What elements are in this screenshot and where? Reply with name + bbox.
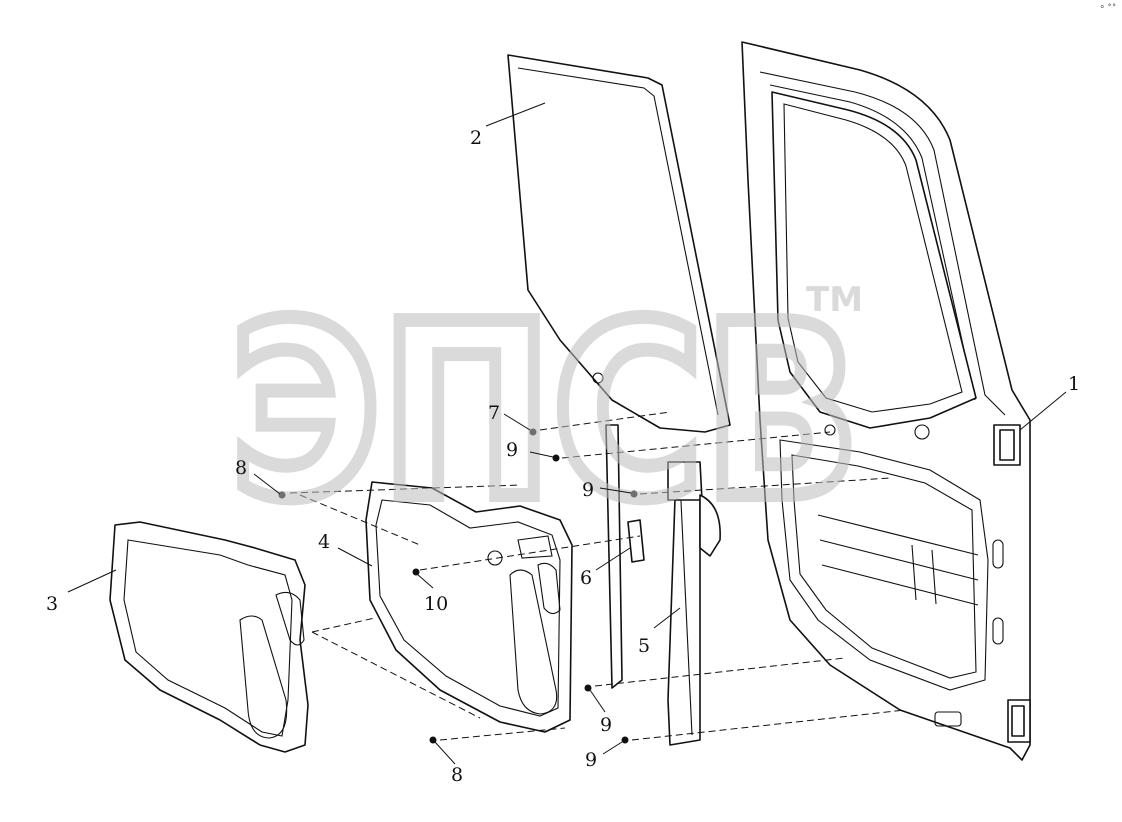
bracket-part-6 [627,519,645,563]
callout-10: 10 [424,593,448,615]
fastener-8a [278,491,286,499]
door-frame-part-1 [741,41,1031,761]
fastener-9d [621,736,629,744]
callout-8-top: 8 [235,457,247,479]
leader-lines [67,102,1067,765]
watermark-text: ЭПСВ [230,272,860,552]
fasteners [278,428,638,744]
fastener-9c [584,684,592,692]
watermark: ЭПСВ TM [223,265,867,559]
callout-7: 7 [488,402,500,424]
assembly-lines [289,411,906,741]
fastener-9a [552,454,560,462]
callout-9-lower: 9 [600,714,612,736]
callout-2: 2 [470,127,482,149]
callout-9-upper-left: 9 [506,439,518,461]
callout-9-upper-right: 9 [582,479,594,501]
callout-4: 4 [318,531,330,553]
window-regulator-part-5 [605,424,721,746]
fastener-10 [412,568,420,576]
window-glass-part-2 [507,54,731,433]
trim-panel-part-3 [109,521,309,753]
watermark-trademark: TM [806,280,863,320]
callout-8-bottom: 8 [451,764,463,786]
callout-1: 1 [1068,373,1080,395]
fastener-9b [630,490,638,498]
callout-5: 5 [638,635,650,657]
fastener-7 [529,428,537,436]
corner-mark: ° ˚˚ [1100,3,1116,15]
callout-labels: 1 2 3 4 5 6 7 8 8 9 9 9 9 10 [46,127,1080,786]
callout-6: 6 [580,567,592,589]
fastener-8b [429,736,437,744]
callout-3: 3 [46,593,58,615]
callout-9-bottom: 9 [585,749,597,771]
